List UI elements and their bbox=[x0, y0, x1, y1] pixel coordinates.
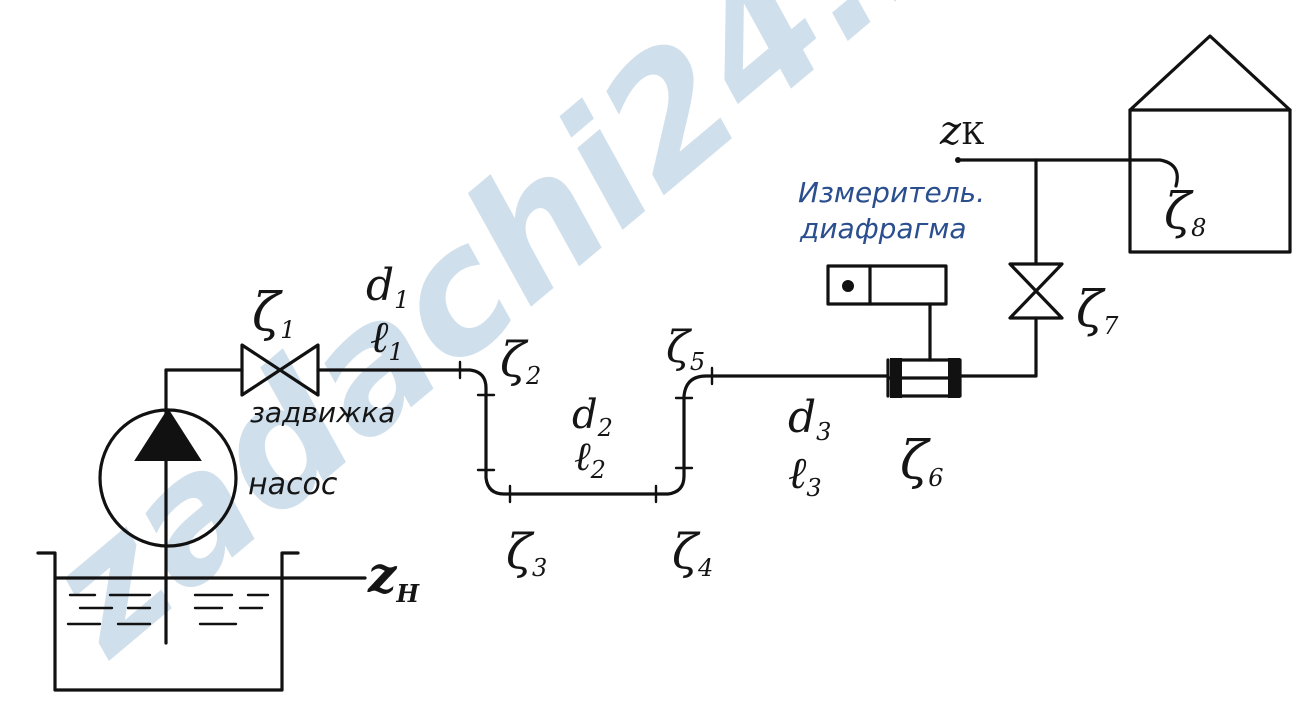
zeta-3-label: ζ3 bbox=[506, 524, 547, 582]
meter-label-line-1: Измеритель. bbox=[798, 176, 985, 209]
zeta-2-label: ζ2 bbox=[500, 332, 541, 390]
l3-label: ℓ3 bbox=[788, 448, 822, 502]
zeta-6-label: ζ6 bbox=[900, 431, 943, 492]
z-start-label: zН bbox=[367, 545, 420, 608]
pump-arrow-icon bbox=[134, 408, 202, 461]
zeta-8-label: ζ8 bbox=[1164, 182, 1206, 242]
l1-label: ℓ1 bbox=[370, 312, 404, 366]
control-valve bbox=[1008, 262, 1064, 320]
valve-name-label: задвижка bbox=[250, 396, 395, 429]
meter-label-line-2: диафрагма bbox=[799, 212, 967, 245]
pump bbox=[98, 368, 238, 645]
d1-label: d1 bbox=[366, 260, 409, 314]
reservoir-tank bbox=[36, 551, 367, 692]
d2-label: d2 bbox=[572, 392, 613, 442]
water-surface-lines bbox=[66, 593, 270, 626]
gate-valve bbox=[240, 343, 320, 397]
watermark: zadachi24.ru bbox=[8, 0, 1071, 692]
z-end-label: zК bbox=[939, 108, 984, 154]
orifice-flowmeter bbox=[826, 264, 962, 398]
pump-name-label: насос bbox=[248, 467, 338, 502]
house bbox=[1128, 34, 1292, 254]
l2-label: ℓ2 bbox=[574, 434, 606, 484]
zeta-1-label: ζ1 bbox=[252, 283, 295, 344]
zeta-5-label: ζ5 bbox=[666, 322, 705, 376]
d3-label: d3 bbox=[788, 392, 831, 446]
pipe-segment-1 bbox=[316, 368, 890, 496]
zeta-7-label: ζ7 bbox=[1076, 280, 1119, 340]
zeta-4-label: ζ4 bbox=[672, 524, 713, 582]
